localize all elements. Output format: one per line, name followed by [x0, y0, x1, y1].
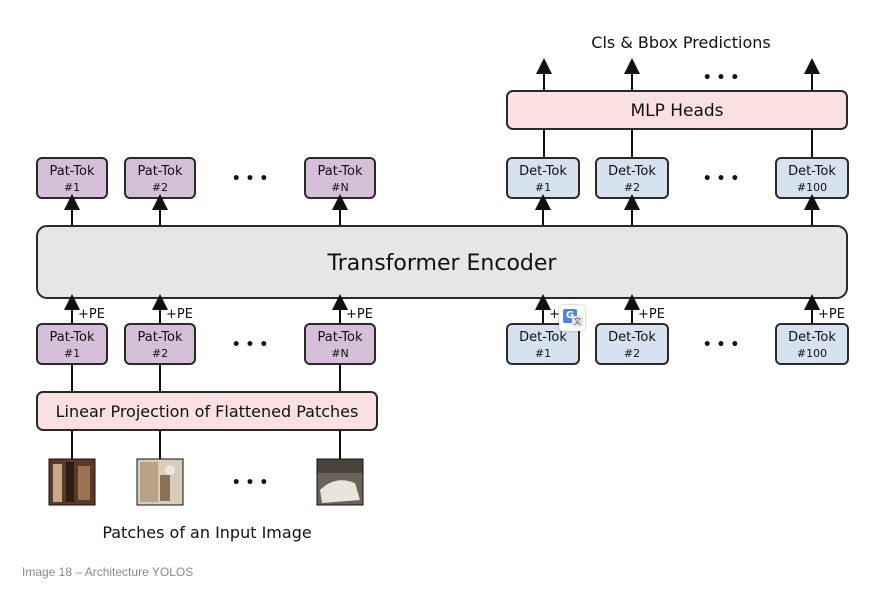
- det-token-top-2: Det-Tok #2: [595, 157, 669, 199]
- image-patch-1: [48, 458, 96, 506]
- det-token-bottom-2-name: Det-Tok: [608, 330, 656, 345]
- bottom-to-encoder-arrows: [64, 294, 820, 324]
- pat-token-top-2-name: Pat-Tok: [137, 164, 183, 179]
- patch-ellipsis: • • •: [232, 475, 269, 491]
- det-token-top-1-index: #1: [535, 181, 551, 194]
- det-token-bottom-1-name: Det-Tok: [519, 330, 567, 345]
- det-token-bottom-2-index: #2: [624, 347, 640, 360]
- projection-to-pat-lines: [71, 364, 341, 392]
- bottom-token-row: Pat-Tok #1 Pat-Tok #2 • • • Pat-Tok #N D…: [36, 323, 849, 365]
- pat-token-top-n-index: #N: [331, 181, 348, 194]
- transformer-encoder-box: Transformer Encoder: [36, 225, 848, 299]
- pat-token-bottom-2-index: #2: [152, 347, 168, 360]
- mlp-heads-box: MLP Heads: [506, 90, 848, 130]
- det-token-top-100-name: Det-Tok: [788, 164, 836, 179]
- det-token-top-2-name: Det-Tok: [608, 164, 656, 179]
- pat-token-top-2: Pat-Tok #2: [124, 157, 196, 199]
- pe-label-3: +PE: [346, 307, 373, 322]
- pe-label-6: +PE: [818, 307, 845, 322]
- pe-label-1: +PE: [78, 307, 105, 322]
- det-token-bottom-1-index: #1: [535, 347, 551, 360]
- pat-token-bottom-2-name: Pat-Tok: [137, 330, 183, 345]
- output-label: Cls & Bbox Predictions: [591, 33, 770, 52]
- pe-label-5: +PE: [638, 307, 665, 322]
- det-token-bottom-1: Det-Tok #1: [506, 323, 580, 365]
- pat-token-top-1-index: #1: [64, 181, 80, 194]
- det-token-top-1: Det-Tok #1: [506, 157, 580, 199]
- pat-token-bottom-n-index: #N: [331, 347, 348, 360]
- pat-token-bottom-1-index: #1: [64, 347, 80, 360]
- det-token-top-2-index: #2: [624, 181, 640, 194]
- pe-label-2: +PE: [166, 307, 193, 322]
- input-image-label: Patches of an Input Image: [102, 523, 311, 542]
- mlp-heads-label: MLP Heads: [630, 101, 723, 121]
- top-pat-ellipsis: • • •: [232, 171, 269, 187]
- pat-token-top-n: Pat-Tok #N: [304, 157, 376, 199]
- image-patch-n: [316, 458, 364, 506]
- pat-token-bottom-1-name: Pat-Tok: [49, 330, 95, 345]
- det-token-bottom-100: Det-Tok #100: [775, 323, 849, 365]
- mlp-to-det-lines: [543, 129, 813, 158]
- pat-token-top-n-name: Pat-Tok: [317, 164, 363, 179]
- google-translate-icon[interactable]: G 文: [559, 305, 585, 331]
- det-token-bottom-2: Det-Tok #2: [595, 323, 669, 365]
- patches-to-projection-lines: [71, 430, 341, 459]
- pat-token-bottom-1: Pat-Tok #1: [36, 323, 108, 365]
- det-token-top-1-name: Det-Tok: [519, 164, 567, 179]
- translate-glyph: 文: [572, 316, 583, 327]
- pat-token-bottom-2: Pat-Tok #2: [124, 323, 196, 365]
- pat-token-bottom-n: Pat-Tok #N: [304, 323, 376, 365]
- pat-token-bottom-n-name: Pat-Tok: [317, 330, 363, 345]
- pe-label-4: +: [549, 307, 560, 322]
- output-arrows: [536, 58, 820, 91]
- top-token-row: Pat-Tok #1 Pat-Tok #2 • • • Pat-Tok #N D…: [36, 157, 849, 199]
- det-token-bottom-100-index: #100: [797, 347, 827, 360]
- det-token-bottom-100-name: Det-Tok: [788, 330, 836, 345]
- pat-token-top-1: Pat-Tok #1: [36, 157, 108, 199]
- image-patch-2: [136, 458, 184, 506]
- linear-projection-box: Linear Projection of Flattened Patches: [36, 391, 378, 431]
- det-token-top-100-index: #100: [797, 181, 827, 194]
- bottom-pat-ellipsis: • • •: [232, 337, 269, 353]
- pat-token-top-2-index: #2: [152, 181, 168, 194]
- top-det-ellipsis: • • •: [703, 171, 740, 187]
- pat-token-top-1-name: Pat-Tok: [49, 164, 95, 179]
- pe-labels: +PE +PE +PE + +PE +PE: [78, 307, 845, 322]
- transformer-encoder-label: Transformer Encoder: [327, 251, 558, 276]
- det-token-top-100: Det-Tok #100: [775, 157, 849, 199]
- encoder-to-top-arrows: [64, 194, 820, 226]
- bottom-det-ellipsis: • • •: [703, 337, 740, 353]
- linear-projection-label: Linear Projection of Flattened Patches: [56, 402, 359, 421]
- output-ellipsis: • • •: [703, 70, 740, 86]
- image-caption: Image 18 – Architecture YOLOS: [22, 565, 194, 579]
